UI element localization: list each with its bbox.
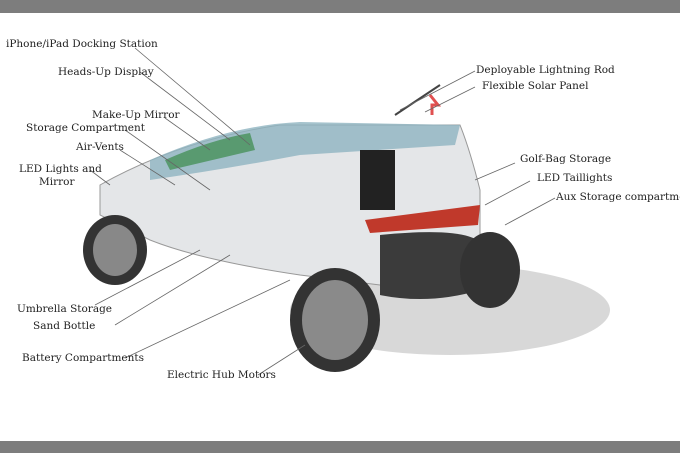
label-hub-motors: Electric Hub Motors (167, 369, 276, 381)
hud-screen (165, 133, 255, 170)
label-iphone-dock: iPhone/iPad Docking Station (6, 38, 158, 50)
label-solar-panel: Flexible Solar Panel (482, 80, 589, 92)
label-sand-bottle: Sand Bottle (33, 320, 96, 332)
label-umbrella-storage: Umbrella Storage (17, 303, 113, 315)
leader-lines (89, 47, 556, 376)
label-led-lights: LED Lights and (19, 163, 102, 175)
label-golf-bag-storage: Golf-Bag Storage (520, 153, 612, 165)
lightning-rod-arrow (428, 94, 442, 115)
rear-wheel-right (460, 232, 520, 308)
top-border (0, 0, 680, 13)
rear-storage (380, 232, 485, 299)
label-storage-compartment: Storage Compartment (26, 122, 145, 134)
label-heads-up-display: Heads-Up Display (58, 66, 154, 78)
label-air-vents: Air-Vents (76, 141, 124, 153)
label-makeup-mirror: Make-Up Mirror (92, 109, 180, 121)
bottom-border (0, 441, 680, 453)
taillights (365, 205, 480, 233)
solar-roof (150, 122, 460, 180)
golf-bag (360, 150, 395, 210)
label-battery-compartments: Battery Compartments (22, 352, 144, 364)
label-led-taillights: LED Taillights (537, 172, 613, 184)
label-led-mirror: Mirror (39, 176, 75, 188)
label-aux-storage: Aux Storage compartment (556, 191, 680, 203)
label-lightning-rod: Deployable Lightning Rod (476, 64, 615, 76)
